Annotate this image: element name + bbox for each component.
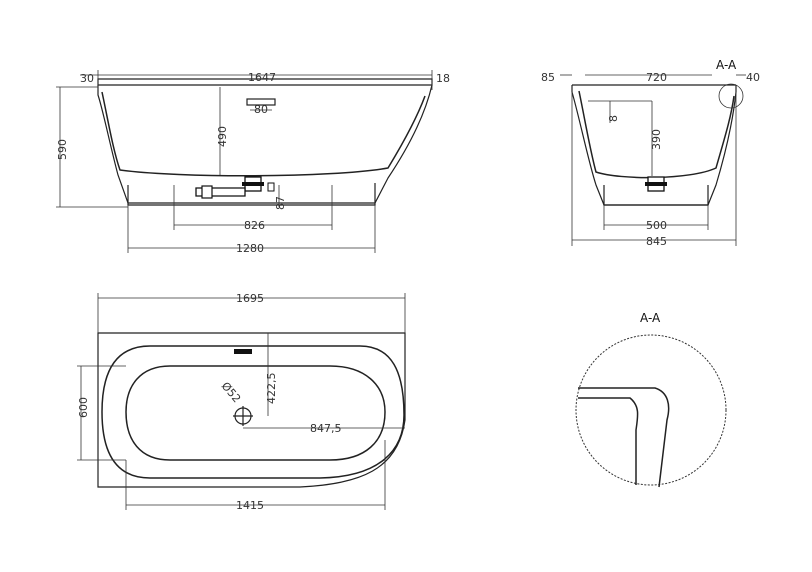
detail-profile-outer <box>578 387 670 488</box>
dim-top-overall-length: 1695 <box>236 292 264 305</box>
dim-side-overall-width: 845 <box>646 235 667 248</box>
dim-front-depth: 490 <box>216 126 229 147</box>
dim-front-base-inner: 826 <box>244 219 265 232</box>
dim-side-depth: 390 <box>650 129 663 150</box>
dim-front-height: 590 <box>56 139 69 160</box>
section-label-side: A-A <box>716 58 737 72</box>
side-view: 85 720 A-A 40 8 390 500 845 <box>541 58 760 248</box>
dim-side-top-width: 720 <box>646 71 667 84</box>
front-view: 30 1647 18 80 590 490 87 826 1280 <box>56 70 450 255</box>
dim-top-drain-y: 422,5 <box>265 373 278 405</box>
dim-front-base-outer: 1280 <box>236 242 264 255</box>
side-base <box>603 185 709 206</box>
top-rim-shape <box>101 345 405 479</box>
dim-top-drain-diameter: Ø52 <box>219 380 244 406</box>
overflow-fitting <box>246 98 276 106</box>
dim-side-base: 500 <box>646 219 667 232</box>
dim-top-inner-length: 1415 <box>236 499 264 512</box>
top-overflow-slot <box>234 349 252 354</box>
side-drain <box>645 176 667 192</box>
detail-profile-inner <box>578 397 639 485</box>
front-body-outline <box>97 84 433 204</box>
top-inner-basin <box>125 365 386 461</box>
detail-view: A-A <box>575 311 727 488</box>
detail-circle <box>575 334 727 486</box>
section-marker-circle <box>718 83 744 109</box>
dim-front-rim-right: 18 <box>436 72 450 85</box>
top-outer-outline <box>97 332 406 488</box>
dim-front-overall-length: 1647 <box>248 71 276 84</box>
dim-side-overflow-offset: 8 <box>607 115 620 122</box>
dim-side-rim: 85 <box>541 71 555 84</box>
dim-top-width: 600 <box>77 397 90 418</box>
dim-front-drain-height: 87 <box>274 196 287 210</box>
top-view: 1695 600 422,5 847,5 Ø52 1415 <box>77 292 406 512</box>
dim-side-edge: 40 <box>746 71 760 84</box>
dim-front-overflow-width: 80 <box>254 103 268 116</box>
dim-top-drain-x: 847,5 <box>310 422 342 435</box>
front-inner-basin <box>101 91 426 177</box>
detail-label: A-A <box>640 311 661 325</box>
drain-assembly <box>195 176 275 199</box>
front-base <box>127 183 376 206</box>
dim-front-rim-left: 30 <box>80 72 94 85</box>
